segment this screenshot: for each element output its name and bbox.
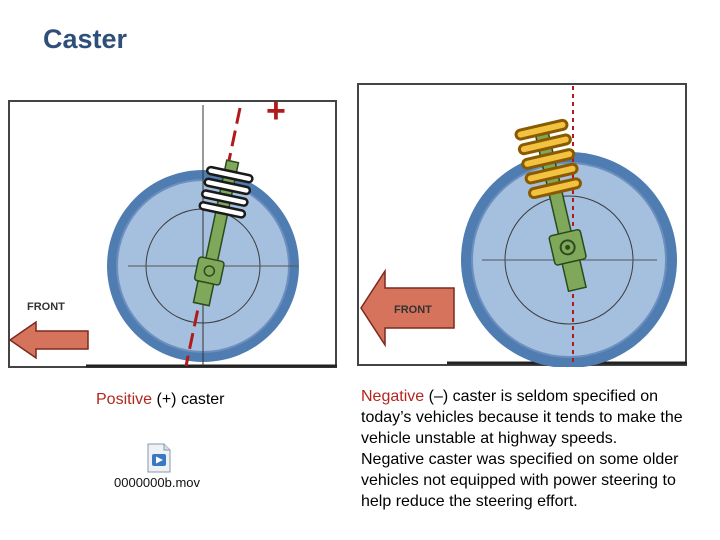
- negative-word: Negative: [361, 388, 425, 405]
- negative-sign: (–): [428, 388, 449, 405]
- positive-caster-caption: Positive (+) caster: [96, 389, 225, 410]
- negative-rest: caster is seldom specified on today’s ve…: [361, 388, 683, 510]
- positive-caster-figure: + FRONT: [8, 92, 337, 372]
- steering-axis-line: [184, 107, 242, 367]
- negative-caster-figure: FRONT: [357, 83, 687, 368]
- positive-word: Positive: [96, 391, 153, 408]
- front-label: FRONT: [27, 301, 65, 313]
- front-arrow-icon: [360, 268, 455, 348]
- negative-caster-caption: Negative (–) caster is seldom specified …: [361, 386, 683, 512]
- file-name-label[interactable]: 0000000b.mov: [114, 475, 201, 490]
- positive-rest: caster: [180, 391, 225, 408]
- movie-file-icon[interactable]: [146, 443, 172, 473]
- front-label: FRONT: [394, 304, 432, 316]
- page-title: Caster: [43, 24, 128, 54]
- strut-assembly: [514, 118, 587, 293]
- strut-assembly: [192, 159, 254, 307]
- front-arrow-icon: [8, 320, 89, 360]
- positive-sign-label: +: [266, 100, 286, 130]
- positive-sign: (+): [156, 391, 177, 408]
